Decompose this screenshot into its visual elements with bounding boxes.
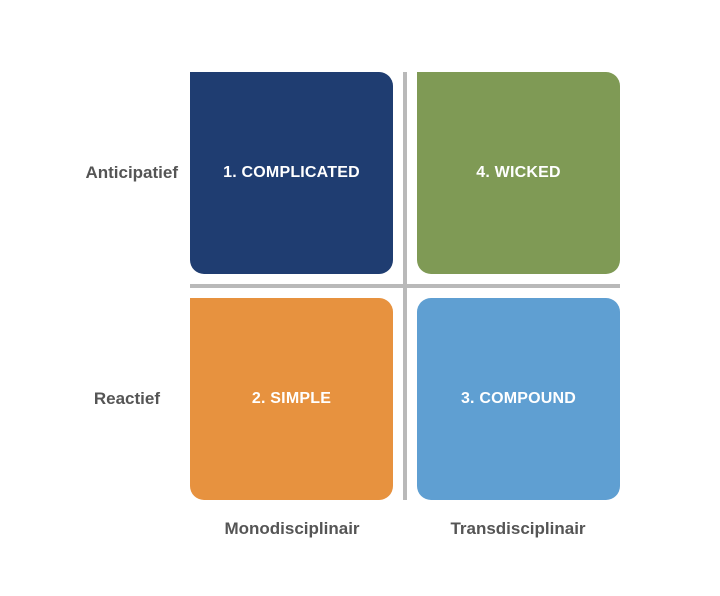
column-label-monodisciplinair: Monodisciplinair (224, 519, 360, 538)
quadrant-complicated: 1. COMPLICATED (190, 72, 393, 274)
horizontal-divider (190, 284, 620, 288)
quadrant-compound-label: 3. COMPOUND (460, 390, 577, 407)
quadrant-wicked-label: 4. WICKED (476, 164, 561, 181)
row-label-reactief: Reactief (93, 389, 160, 408)
quadrant-wicked: 4. WICKED (417, 72, 620, 274)
column-label-transdisciplinair: Transdisciplinair (450, 519, 586, 538)
quadrant-compound: 3. COMPOUND (417, 298, 620, 500)
quadrant-simple-label: 2. SIMPLE (251, 390, 332, 407)
row-label-anticipatief: Anticipatief (85, 163, 178, 182)
quadrant-simple: 2. SIMPLE (190, 298, 393, 500)
quadrant-complicated-label: 1. COMPLICATED (223, 164, 360, 181)
